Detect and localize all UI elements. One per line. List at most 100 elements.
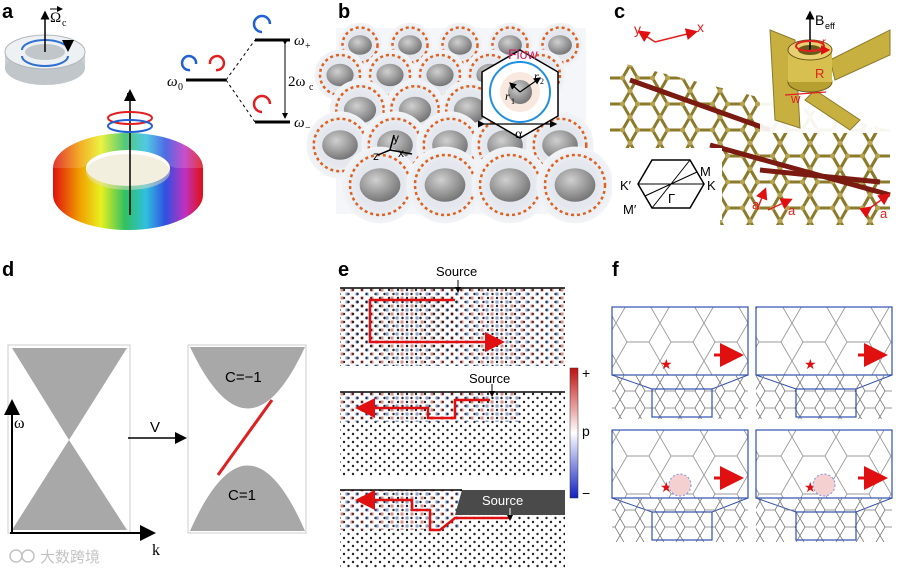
- cylinder: [498, 35, 522, 55]
- blue-circular-arrow-icon: [180, 54, 198, 72]
- obstacle-block: [455, 490, 565, 515]
- edge-path-3: [355, 490, 510, 532]
- V-label: V: [150, 419, 160, 436]
- flow-arrows-ring: [391, 26, 429, 64]
- panel-c: c B eff r R w y x: [610, 1, 891, 225]
- colorbar-p: p: [582, 423, 590, 439]
- omega-c-vector: Ω: [50, 10, 61, 26]
- cylinder: [376, 63, 404, 87]
- unit-cell-inset: [478, 49, 559, 139]
- watermark: 大数跨境: [9, 548, 100, 566]
- watermark-text: 大数跨境: [40, 548, 100, 566]
- axes-triad: [377, 134, 413, 156]
- omega-c-vector-sub: c: [62, 18, 67, 29]
- snapshot-panel: ★: [755, 306, 893, 419]
- cylinder: [348, 35, 372, 55]
- axis-y-arrow: [637, 30, 656, 43]
- cylinder-lattice: [306, 22, 614, 224]
- lower-band: [190, 465, 305, 531]
- cylinder: [424, 168, 466, 202]
- panel-d: d ω k V C=−1 C=1: [2, 259, 307, 559]
- panel-d-label: d: [2, 259, 14, 281]
- flow-arrows-ring: [491, 26, 529, 64]
- panel-e: e Source Source Source: [338, 259, 590, 568]
- cylinder: [398, 35, 422, 55]
- rainbow-ring: [53, 133, 203, 230]
- ring-inset: [760, 8, 891, 133]
- energy-diagram: [180, 14, 290, 124]
- Gamma-label: Γ: [668, 191, 675, 206]
- C-plus-label: C=1: [228, 487, 256, 504]
- r-label: r: [822, 35, 826, 49]
- panel-f: f ★★★★: [611, 259, 893, 542]
- defect-region: [668, 473, 692, 497]
- colorbar: [569, 367, 579, 499]
- lattice-vector-a2: [767, 198, 793, 211]
- b-eff-label: B: [815, 12, 824, 28]
- lattice-vector-a1: [756, 187, 768, 211]
- z-axis-label: z: [125, 88, 132, 104]
- omega-zero-sub: 0: [178, 82, 183, 93]
- K-prime-label: K′: [620, 178, 632, 193]
- R-label: R: [815, 66, 824, 81]
- snapshot-panel: ★: [611, 429, 749, 542]
- flow-arrows-ring: [532, 117, 588, 173]
- axis-z-label: z: [373, 149, 379, 163]
- source-star-icon: ★: [660, 356, 673, 372]
- panel-b-label: b: [338, 1, 350, 23]
- omega-minus: ω: [294, 115, 305, 131]
- red-lower-arrow-icon: [252, 94, 272, 114]
- flow-arrows-ring: [543, 153, 607, 217]
- r1-sub: 1: [511, 97, 515, 106]
- source-3-label: Source: [482, 493, 523, 508]
- cylinder: [359, 168, 401, 202]
- omega-axis-label: ω: [14, 415, 25, 432]
- alpha-label: α: [515, 127, 523, 142]
- upper-band: [190, 347, 305, 409]
- flow-arrows-ring: [341, 26, 379, 64]
- cylinder: [322, 130, 358, 160]
- splitting-label: 2ω: [288, 74, 306, 90]
- panel-b: b Flow r 1 r 2 α x y z: [306, 1, 614, 224]
- axis-x-arrow: [654, 28, 698, 43]
- cylinder: [554, 168, 596, 202]
- K-label: K: [707, 178, 716, 193]
- r2-label: r: [534, 69, 539, 83]
- omega-zero: ω: [167, 74, 178, 90]
- dirac-upper-cone: [12, 348, 127, 440]
- cylinder: [326, 63, 354, 87]
- panel-f-label: f: [612, 259, 619, 281]
- splitting-sub: c: [309, 82, 314, 93]
- blue-rotation-icon: [107, 119, 153, 133]
- r2-sub: 2: [540, 77, 544, 86]
- axis-x-label: x: [398, 146, 404, 160]
- cylinder: [548, 35, 572, 55]
- flow-arrows-ring: [541, 26, 579, 64]
- panel-c-label: c: [614, 1, 625, 23]
- a2-label: a: [788, 203, 796, 218]
- a3-label: a: [880, 206, 888, 221]
- omega-plus-sub: +: [305, 41, 311, 52]
- c-axis-x-label: x: [697, 19, 704, 35]
- snapshot-grid: ★★★★: [611, 306, 893, 542]
- c-axis-y-label: y: [634, 21, 641, 37]
- dirac-lower-cone: [12, 440, 127, 530]
- snapshot-panel: ★: [611, 306, 749, 419]
- r1-label: r: [505, 89, 510, 103]
- flow-arrows-ring: [441, 26, 479, 64]
- colorbar-plus: +: [582, 365, 590, 381]
- source-1-label: Source: [436, 264, 477, 279]
- red-circular-arrow-icon: [208, 54, 226, 72]
- edge-path-1: [368, 298, 505, 352]
- boundary-bar-2: [709, 142, 891, 198]
- w-label: w: [790, 91, 801, 106]
- panel-a-label: a: [2, 1, 14, 23]
- k-axis-label: k: [152, 542, 160, 559]
- panel-a: a Ω c z: [2, 1, 314, 230]
- source-star-icon: ★: [804, 356, 817, 372]
- source-2-label: Source: [469, 371, 510, 386]
- lattice-vector-a3: [859, 193, 891, 219]
- b-eff-sub: eff: [825, 21, 835, 31]
- flow-label: Flow: [508, 46, 538, 62]
- snapshot-panel: ★: [755, 429, 893, 542]
